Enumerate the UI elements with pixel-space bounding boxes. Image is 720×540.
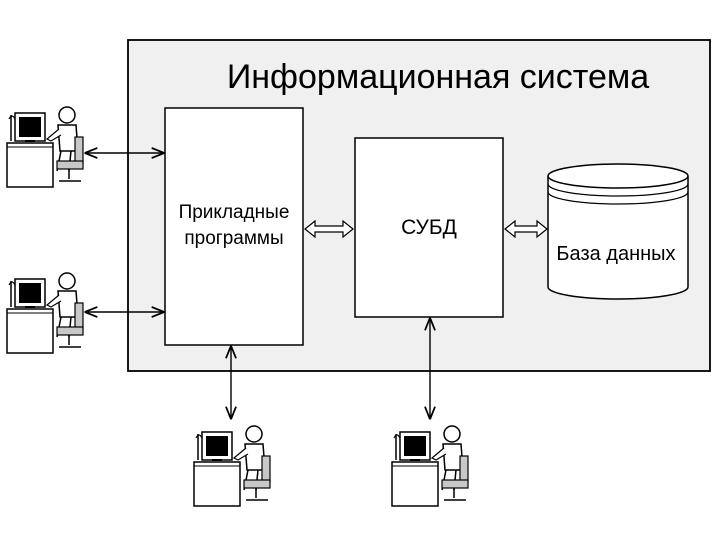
apps-label-line2: программы [184,228,283,249]
database-cylinder [547,163,689,300]
apps-dbms-arrow [304,219,354,239]
system-title: Информационная система [227,58,649,96]
user-at-computer-icon [391,425,469,507]
dbms-database-arrow [504,219,548,239]
user-at-computer-icon [6,106,84,188]
dbms-label: СУБД [401,216,457,239]
database-label: База данных [556,243,675,265]
user-at-computer-icon [193,425,271,507]
apps-label-line1: Прикладные [179,202,290,223]
apps-block [164,107,304,346]
dbms-block [354,137,504,318]
user-at-computer-icon [6,272,84,354]
